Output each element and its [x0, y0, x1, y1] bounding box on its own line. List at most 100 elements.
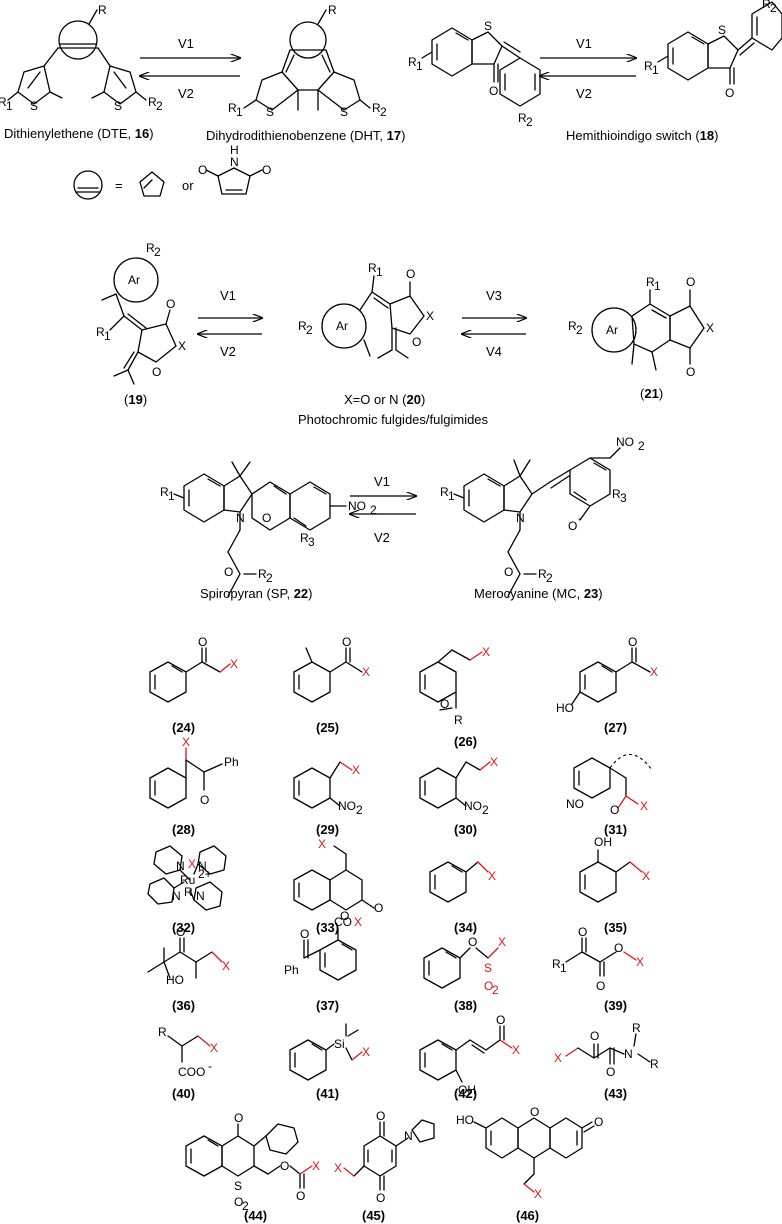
svg-text:O: O [198, 635, 207, 649]
cage-37: O Ph CO X [284, 915, 362, 981]
svg-text:R: R [258, 567, 267, 581]
svg-text:R: R [228, 101, 237, 115]
svg-text:S: S [114, 99, 122, 113]
svg-text:O: O [530, 1105, 539, 1119]
cage-27: O X HO [556, 635, 658, 715]
arrows-20-21: V3 V4 [462, 288, 526, 359]
svg-text:1: 1 [104, 329, 111, 343]
svg-text:V2: V2 [374, 530, 390, 545]
label-28: (28) [172, 822, 195, 837]
svg-text:X: X [636, 955, 644, 969]
svg-text:3: 3 [308, 535, 315, 549]
label-27: (27) [604, 720, 627, 735]
svg-text:R: R [160, 485, 169, 499]
svg-text:O: O [300, 927, 309, 941]
hti-right-structure: S O R 1 R 2 [644, 0, 782, 100]
svg-text:2: 2 [492, 983, 499, 997]
svg-text:1: 1 [6, 99, 13, 113]
cage-39: O O O X R 1 [552, 925, 644, 993]
svg-text:V1: V1 [374, 474, 390, 489]
svg-text:R: R [158, 1025, 167, 1039]
svg-text:X: X [426, 309, 434, 323]
svg-text:2: 2 [156, 99, 163, 113]
svg-text:X: X [362, 1045, 370, 1059]
caption-fulgides: Photochromic fulgides/fulgimides [298, 412, 489, 427]
svg-text:O: O [176, 925, 185, 939]
label-33: (33) [316, 920, 339, 935]
svg-text:R: R [568, 319, 577, 333]
svg-text:O: O [224, 565, 233, 579]
label-34: (34) [454, 920, 477, 935]
svg-text:R: R [146, 241, 155, 255]
svg-text:O: O [614, 941, 623, 955]
svg-text:O: O [262, 511, 271, 525]
svg-text:O: O [262, 163, 271, 177]
caption-20: X=O or N (20) [344, 392, 425, 407]
svg-text:2: 2 [242, 1199, 249, 1213]
svg-text:OH: OH [458, 1083, 476, 1097]
svg-text:2: 2 [306, 323, 313, 337]
svg-text:O: O [166, 297, 175, 311]
fulgide-19-structure: Ar R 2 R 1 O X O [96, 241, 186, 385]
svg-text:NO: NO [464, 799, 482, 813]
svg-text:2: 2 [370, 503, 377, 517]
svg-text:O: O [342, 635, 351, 649]
svg-text:R: R [440, 485, 449, 499]
svg-text:O: O [234, 1195, 243, 1209]
ring-legend: = or N H O O [73, 143, 271, 200]
svg-text:R: R [408, 55, 417, 69]
label-44: (44) [244, 1208, 267, 1223]
svg-text:S: S [484, 19, 492, 33]
svg-text:2: 2 [380, 105, 387, 119]
cage-28: X O Ph [149, 735, 239, 809]
svg-text:or: or [182, 178, 194, 193]
svg-text:R: R [762, 0, 771, 11]
svg-text:O: O [234, 1111, 243, 1125]
svg-text:HO: HO [166, 973, 184, 987]
cage-45: O O N X [334, 1109, 435, 1205]
label-36: (36) [172, 998, 195, 1013]
svg-text:O: O [152, 365, 161, 379]
svg-text:2: 2 [770, 1, 777, 15]
label-26: (26) [454, 734, 477, 749]
caption-dte: Dithienylethene (DTE, 16) [4, 126, 154, 141]
svg-text:R: R [518, 111, 527, 125]
svg-text:X: X [642, 869, 650, 883]
svg-text:Ru: Ru [180, 873, 195, 887]
cage-32: N N N N X Ru 2+ R [147, 845, 227, 911]
svg-text:O: O [376, 1191, 385, 1205]
label-45: (45) [362, 1208, 385, 1223]
svg-text:O: O [340, 909, 349, 923]
arrows-sp-mc: V1 V2 [350, 474, 416, 545]
svg-text:O: O [594, 1115, 603, 1129]
svg-text:1: 1 [560, 961, 567, 975]
svg-text:X: X [188, 857, 196, 871]
svg-text:X: X [362, 665, 370, 679]
svg-text:=: = [115, 178, 123, 193]
svg-text:1: 1 [652, 63, 659, 77]
label-24: (24) [172, 720, 195, 735]
svg-text:N: N [516, 511, 525, 525]
svg-text:N: N [230, 155, 239, 169]
svg-text:X: X [488, 869, 496, 883]
svg-text:O: O [296, 1189, 305, 1203]
cage-42: O X OH [419, 1013, 520, 1097]
svg-text:V3: V3 [486, 288, 502, 303]
label-21: (21) [640, 386, 663, 401]
svg-text:Ph: Ph [224, 755, 239, 769]
svg-text:O: O [590, 1029, 599, 1043]
svg-text:O: O [610, 803, 619, 817]
cage-35: OH X [579, 835, 650, 903]
svg-text:NO: NO [566, 797, 584, 811]
fulgide-20-structure: Ar R 2 R 1 O X O [298, 261, 434, 359]
label-29: (29) [316, 822, 339, 837]
svg-text:R: R [632, 1021, 641, 1035]
svg-text:O: O [484, 979, 493, 993]
svg-text:R: R [646, 275, 655, 289]
cage-40: R X COO - [158, 1025, 218, 1079]
svg-text:S: S [234, 1179, 242, 1193]
label-39: (39) [604, 998, 627, 1013]
svg-text:NO: NO [616, 435, 634, 449]
label-40: (40) [172, 1086, 195, 1101]
